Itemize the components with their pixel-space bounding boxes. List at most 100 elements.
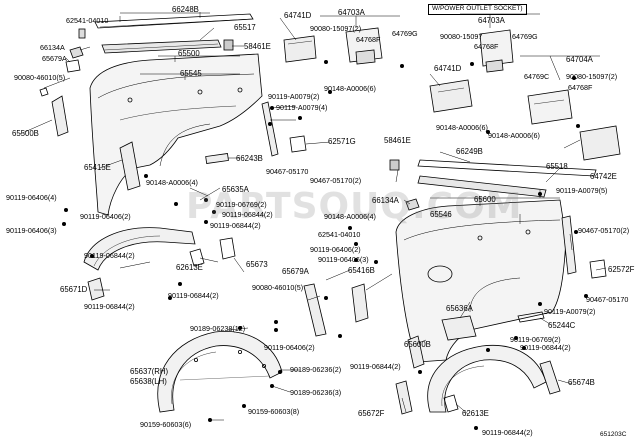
- label-90189-06236-3[interactable]: 90189-06236(3): [290, 388, 342, 397]
- rail-cover-65518[interactable]: [417, 175, 547, 198]
- label-90148-a0006-6-b[interactable]: 90148-A0006(6): [436, 123, 488, 132]
- label-90159-60603-8[interactable]: 90159-60603(8): [248, 407, 300, 416]
- molding-65244c[interactable]: [517, 311, 545, 323]
- label-90119-a0079-5[interactable]: 90119-A0079(5): [556, 186, 608, 195]
- label-65672f[interactable]: 65672F: [358, 409, 385, 418]
- panel-65600b[interactable]: [407, 335, 425, 369]
- panel-65416b[interactable]: [351, 283, 369, 323]
- label-90119-06769-2-b[interactable]: 90119-06769(2): [510, 335, 561, 344]
- label-65637-rh[interactable]: 65637(RH): [130, 367, 169, 376]
- outlet-cover-64703a-a[interactable]: [345, 27, 383, 65]
- label-65500b[interactable]: 65500B: [12, 129, 39, 138]
- bracket-65679a-b[interactable]: [303, 283, 327, 337]
- label-90148-a0006-6-c[interactable]: 90148-A0006(6): [488, 131, 540, 140]
- label-90119-06844-2-d[interactable]: 90119-06844(2): [168, 291, 219, 300]
- label-64769g[interactable]: 64769G: [392, 29, 418, 38]
- panel-65500b[interactable]: [51, 95, 69, 137]
- label-90159-60603-6[interactable]: 90159-60603(6): [140, 420, 192, 429]
- label-62613e[interactable]: 62613E: [176, 263, 203, 272]
- rail-strip-66248b[interactable]: [94, 13, 254, 29]
- label-65679a[interactable]: 65679A: [42, 54, 67, 63]
- label-90119-a0079-2[interactable]: 90119-A0079(2): [268, 92, 320, 101]
- bracket-post-left[interactable]: [261, 101, 279, 157]
- label-65545[interactable]: 65545: [180, 69, 202, 78]
- label-65673[interactable]: 65673: [246, 260, 268, 269]
- clip-66134a-a[interactable]: [69, 46, 84, 59]
- label-65415e[interactable]: 65415E: [84, 163, 111, 172]
- label-90119-06844-2-e[interactable]: 90119-06844(2): [84, 302, 135, 311]
- label-90119-06844-2[interactable]: 90119-06844(2): [222, 210, 273, 219]
- label-62571g[interactable]: 62571G: [328, 137, 356, 146]
- label-65674b[interactable]: 65674B: [568, 378, 595, 387]
- outlet-cover-64703a-b[interactable]: [479, 29, 514, 73]
- label-64703a-b[interactable]: 64703A: [478, 16, 505, 25]
- label-90080-15097[interactable]: 90080-15097(2): [310, 24, 362, 33]
- label-90080-46010[interactable]: 90080-46010(5): [14, 73, 66, 82]
- label-65244c[interactable]: 65244C: [548, 321, 576, 330]
- label-64768f-c[interactable]: 64768F: [568, 83, 593, 92]
- label-90119-06769-2[interactable]: 90119-06769(2): [216, 200, 267, 209]
- panel-65415e[interactable]: [119, 141, 141, 191]
- bracket-post-right[interactable]: [561, 215, 577, 275]
- clip-62541-a[interactable]: [78, 28, 86, 39]
- label-66248b[interactable]: 66248B: [172, 5, 199, 14]
- label-64703a[interactable]: 64703A: [338, 8, 365, 17]
- label-90119-06844-2-g[interactable]: 90119-06844(2): [350, 362, 401, 371]
- label-64704a[interactable]: 64704A: [566, 55, 593, 64]
- bed-side-panel-65500[interactable]: [89, 53, 263, 216]
- label-65636a[interactable]: 65636A: [446, 304, 473, 313]
- label-90189-06236-2[interactable]: 90189-06236(2): [290, 365, 342, 374]
- label-90467-05170-b[interactable]: 90467-05170: [586, 295, 629, 304]
- bracket-65673[interactable]: [219, 237, 236, 260]
- label-65671d[interactable]: 65671D: [60, 285, 88, 294]
- label-64741d[interactable]: 64741D: [284, 11, 312, 20]
- label-90119-a0079-4[interactable]: 90119-A0079(4): [276, 103, 328, 112]
- outlet-box-64741d-b[interactable]: [429, 79, 473, 113]
- label-90148-a0006-4[interactable]: 90148-A0006(4): [146, 178, 198, 187]
- label-64742e[interactable]: 64742E: [590, 172, 617, 181]
- label-90467-05170[interactable]: 90467-05170: [266, 167, 309, 176]
- label-90119-06844-2-f[interactable]: 90119-06844(2): [520, 343, 571, 352]
- label-66134a-b[interactable]: 66134A: [372, 196, 399, 205]
- label-66249b[interactable]: 66249B: [456, 147, 483, 156]
- label-65517[interactable]: 65517: [234, 23, 256, 32]
- bracket-65679a-a[interactable]: [65, 59, 81, 73]
- label-90467-05170-2-b[interactable]: 90467-05170(2): [578, 226, 630, 235]
- clip-58461e-a[interactable]: [223, 39, 234, 51]
- bracket-65672f[interactable]: [395, 380, 413, 415]
- label-90119-06406-3-b[interactable]: 90119-06406(3): [318, 255, 369, 264]
- label-62541-04010-b[interactable]: 62541-04010: [318, 230, 361, 239]
- label-90119-a0079-2-b[interactable]: 90119-A0079(2): [544, 307, 596, 316]
- label-65600[interactable]: 65600: [474, 195, 496, 204]
- label-90119-06844-2-h[interactable]: 90119-06844(2): [482, 428, 533, 437]
- label-64769c[interactable]: 64769C: [524, 72, 550, 81]
- bolt-90080-46010-a[interactable]: [39, 87, 49, 97]
- power-outlet-box-64741d-a[interactable]: [283, 35, 317, 63]
- label-90080-15097-b[interactable]: 90080-15097: [440, 32, 483, 41]
- clip-58461e-b[interactable]: [389, 159, 400, 171]
- bracket-62572f[interactable]: [589, 259, 607, 279]
- bracket-62571g[interactable]: [289, 135, 307, 153]
- label-65416b[interactable]: 65416B: [348, 266, 375, 275]
- label-90119-06406-3[interactable]: 90119-06406(3): [6, 226, 57, 235]
- clip-66134a-b[interactable]: [405, 198, 420, 211]
- label-66243b[interactable]: 66243B: [236, 154, 263, 163]
- label-90080-15097-c[interactable]: 90080-15097(2): [566, 72, 618, 81]
- label-64768f[interactable]: 64768F: [356, 35, 381, 44]
- label-64769g-b[interactable]: 64769G: [512, 32, 538, 41]
- molding-66243b[interactable]: [205, 153, 229, 164]
- label-90119-06406-2[interactable]: 90119-06406(2): [80, 212, 131, 221]
- label-90467-05170-2[interactable]: 90467-05170(2): [310, 176, 362, 185]
- label-62541-04010[interactable]: 62541-04010: [66, 16, 109, 25]
- label-62613e-b[interactable]: 62613E: [462, 409, 489, 418]
- label-65638-lh[interactable]: 65638(LH): [130, 377, 167, 386]
- label-90119-06844-2-c[interactable]: 90119-06844(2): [84, 251, 135, 260]
- fender-liner-65635a[interactable]: [83, 227, 196, 271]
- label-90119-06406-2-b[interactable]: 90119-06406(2): [310, 245, 361, 254]
- fasteners[interactable]: [62, 60, 588, 430]
- bracket-62613e-a[interactable]: [189, 248, 205, 267]
- label-66134a[interactable]: 66134A: [40, 43, 65, 52]
- rail-strip-66249b[interactable]: [417, 159, 597, 177]
- label-64768f-b[interactable]: 64768F: [474, 42, 499, 51]
- label-65679a-b[interactable]: 65679A: [282, 267, 309, 276]
